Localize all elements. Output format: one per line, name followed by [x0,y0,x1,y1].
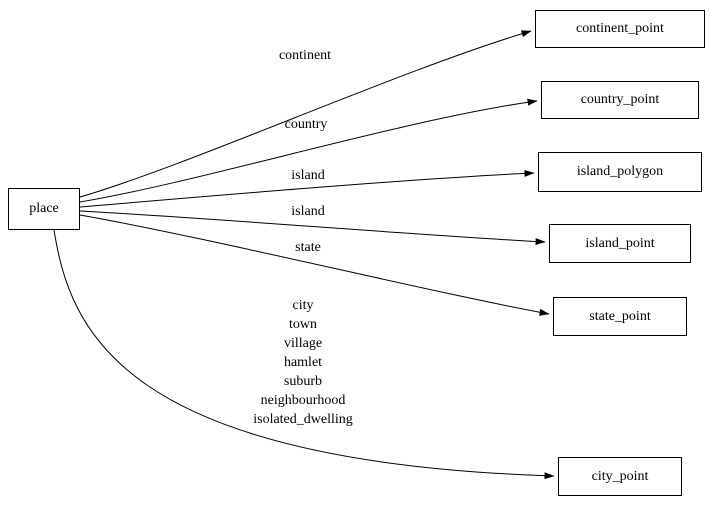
edge-label-state: state [295,240,321,255]
edge-label-isolated-dwelling-line: isolated_dwelling [253,412,353,427]
edge-place-continent-point [79,30,532,198]
edge-place-state-point [79,214,550,316]
edge-place-island-point [79,210,546,245]
edge-label-country: country [284,117,328,132]
node-country-point: country_point [541,81,699,119]
node-place: place [8,188,80,230]
node-island-polygon-label: island_polygon [576,164,664,179]
node-state-point: state_point [553,297,687,336]
edge-label-town-line: town [288,317,317,332]
node-island-point: island_point [549,224,691,263]
edge-place-island-polygon [79,169,535,208]
edge-label-continent: continent [278,48,332,63]
edge-label-suburb-line: suburb [283,374,323,389]
node-island-polygon: island_polygon [538,152,702,192]
node-state-point-label: state_point [589,308,651,324]
edge-label-city-line: city [292,298,314,313]
edge-place-country-point [79,98,538,203]
node-city-point: city_point [558,457,682,496]
edge-label-island-polygon: island [291,168,325,183]
edge-label-neighbourhood-line: neighbourhood [260,393,346,408]
node-continent-point-label: continent_point [576,21,664,36]
edge-place-city-point [53,229,555,480]
edge-label-city-point: city town village hamlet suburb neighbou… [253,296,353,429]
node-place-label: place [29,201,59,216]
edge-label-village-line: village [283,336,323,351]
node-continent-point: continent_point [535,10,705,48]
edge-label-hamlet-line: hamlet [283,355,323,370]
node-city-point-label: city_point [591,468,649,484]
node-island-point-label: island_point [585,235,655,251]
node-country-point-label: country_point [580,92,660,107]
edge-label-island-point: island [291,204,325,219]
